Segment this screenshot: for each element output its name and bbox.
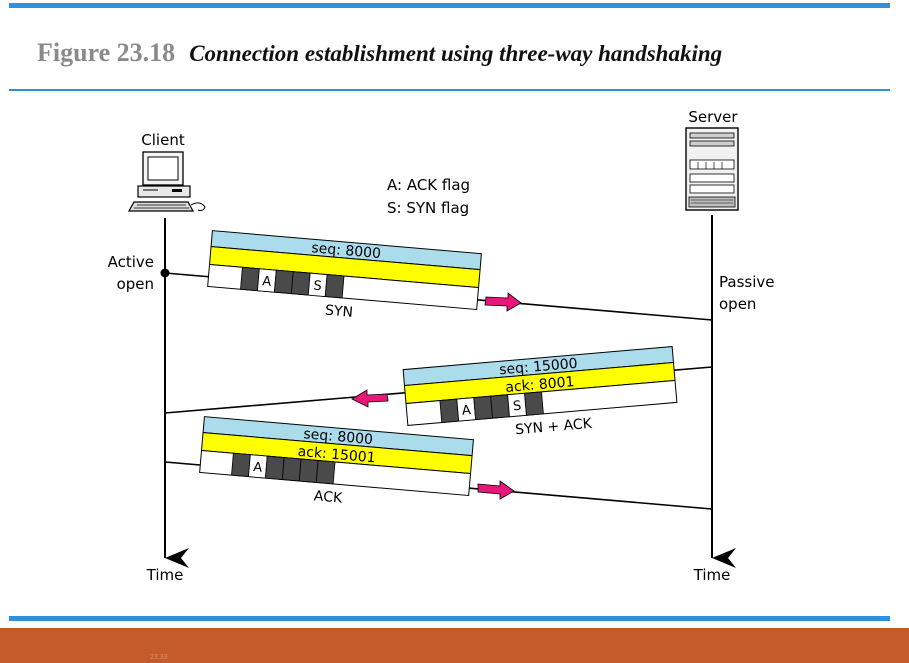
server-label: Server: [688, 108, 738, 126]
client-label: Client: [141, 131, 185, 149]
server-icon: [685, 127, 739, 211]
segment-caption: SYN + ACK: [515, 416, 594, 439]
figure-title: Figure 23.18 Connection establishment usi…: [37, 38, 722, 68]
syn-ack-segment: seq: 15000 ack: 8001 A S SYN + ACK: [402, 346, 678, 439]
server-time-label: Time: [693, 566, 731, 584]
top-rule: [9, 3, 890, 8]
flag-bit: [439, 398, 460, 423]
figure-caption: Connection establishment using three-way…: [189, 41, 723, 66]
segment-caption: ACK: [313, 488, 343, 506]
active-open-label-line1: Active: [108, 253, 154, 271]
page-number: 23.33: [150, 654, 168, 661]
flag-bit: [281, 457, 302, 482]
flag-bit: [240, 266, 260, 292]
flag-bit: [231, 452, 251, 478]
flag-bit: [324, 274, 345, 299]
passive-open-label-line1: Passive: [719, 273, 774, 291]
client-computer-icon: [127, 151, 206, 212]
flag-bit: [264, 455, 285, 480]
ack-label: ack: 8001: [505, 374, 575, 396]
footer-bar: 23.33: [0, 628, 909, 663]
seq-label: seq: 8000: [311, 240, 382, 262]
client-time-label: Time: [146, 566, 184, 584]
legend-syn-flag: S: SYN flag: [387, 199, 469, 217]
flag-bit: [298, 458, 319, 483]
title-rule: [9, 89, 890, 91]
legend-ack-flag: A: ACK flag: [387, 176, 470, 194]
passive-open-label-line2: open: [719, 295, 756, 313]
seq-label: seq: 15000: [499, 356, 579, 379]
flag-bit: [524, 391, 544, 416]
flag-s: S: [512, 399, 522, 415]
flag-bit: [290, 271, 311, 296]
flag-a: A: [461, 403, 471, 419]
segment-caption: SYN: [324, 303, 353, 321]
flag-a: A: [262, 274, 272, 290]
flag-bit: [273, 269, 294, 295]
flag-a: A: [253, 460, 263, 476]
syn-direction-arrow: [484, 292, 522, 312]
flag-bit: [315, 460, 336, 485]
figure-number: Figure 23.18: [37, 38, 176, 67]
bottom-rule: [9, 616, 890, 621]
syn-ack-direction-arrow: [351, 389, 389, 408]
ack-direction-arrow: [477, 480, 515, 500]
seq-label: seq: 8000: [303, 426, 374, 448]
flag-s: S: [313, 278, 323, 294]
active-open-label-line2: open: [117, 275, 154, 293]
syn-segment: seq: 8000 A S SYN: [207, 230, 482, 321]
flag-bit: [490, 394, 510, 419]
ack-segment: seq: 8000 ack: 15001 A ACK: [199, 416, 474, 507]
flag-bit: [473, 395, 494, 421]
